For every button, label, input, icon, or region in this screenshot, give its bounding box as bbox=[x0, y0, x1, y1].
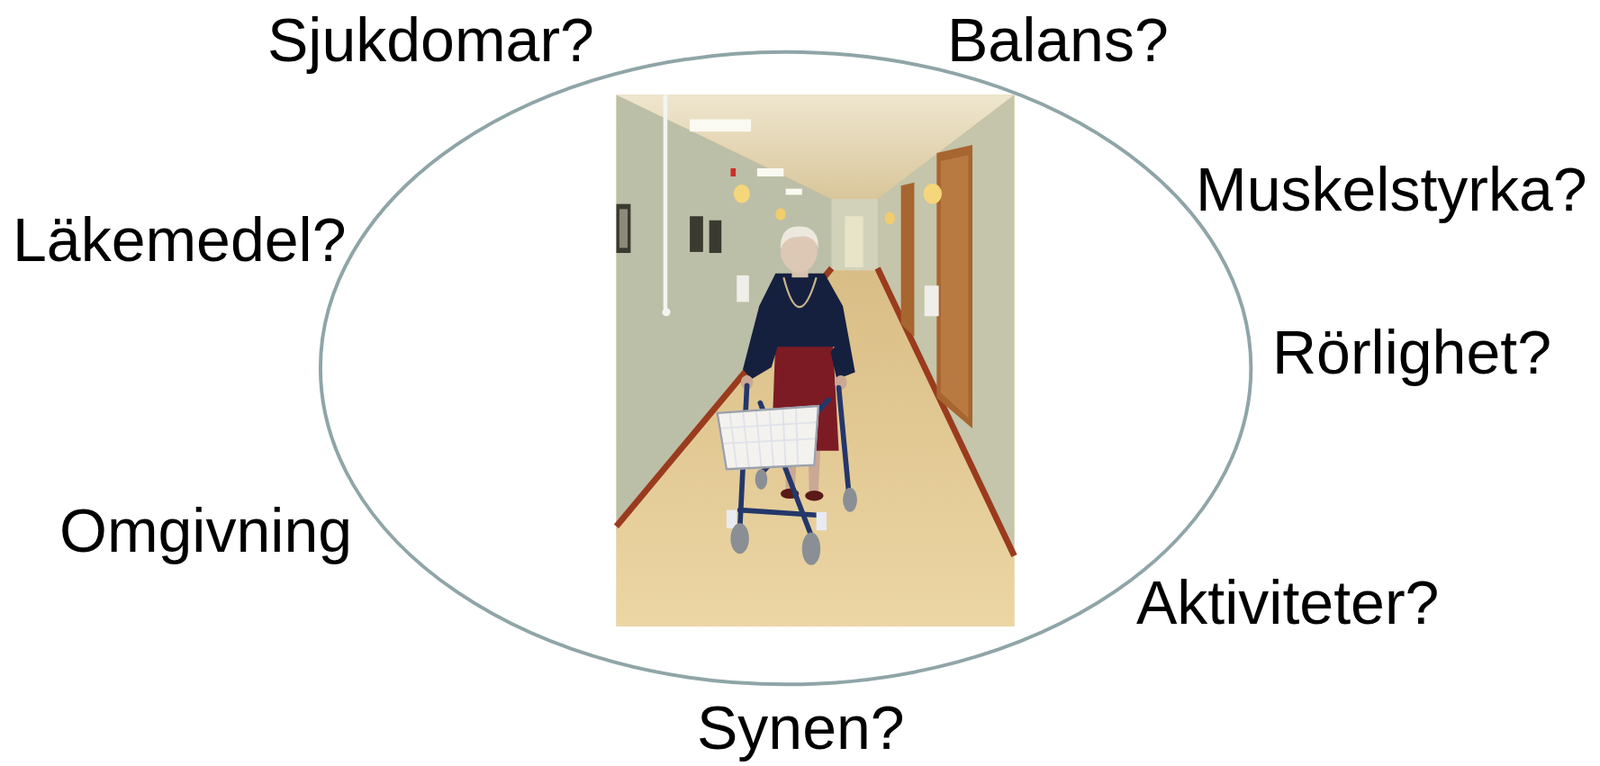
corridor-photo bbox=[616, 94, 1015, 626]
factor-label: Balans? bbox=[947, 9, 1169, 71]
factor-label: Läkemedel? bbox=[12, 208, 346, 271]
factor-label: Rörlighet? bbox=[1272, 321, 1552, 383]
factor-label: Muskelstyrka? bbox=[1195, 158, 1588, 220]
factor-label: Aktiviteter? bbox=[1136, 571, 1439, 633]
factor-label: Omgivning bbox=[59, 499, 353, 561]
factor-label: Synen? bbox=[696, 696, 905, 759]
factor-label: Sjukdomar? bbox=[267, 9, 595, 71]
frame-ellipse bbox=[320, 52, 1251, 686]
